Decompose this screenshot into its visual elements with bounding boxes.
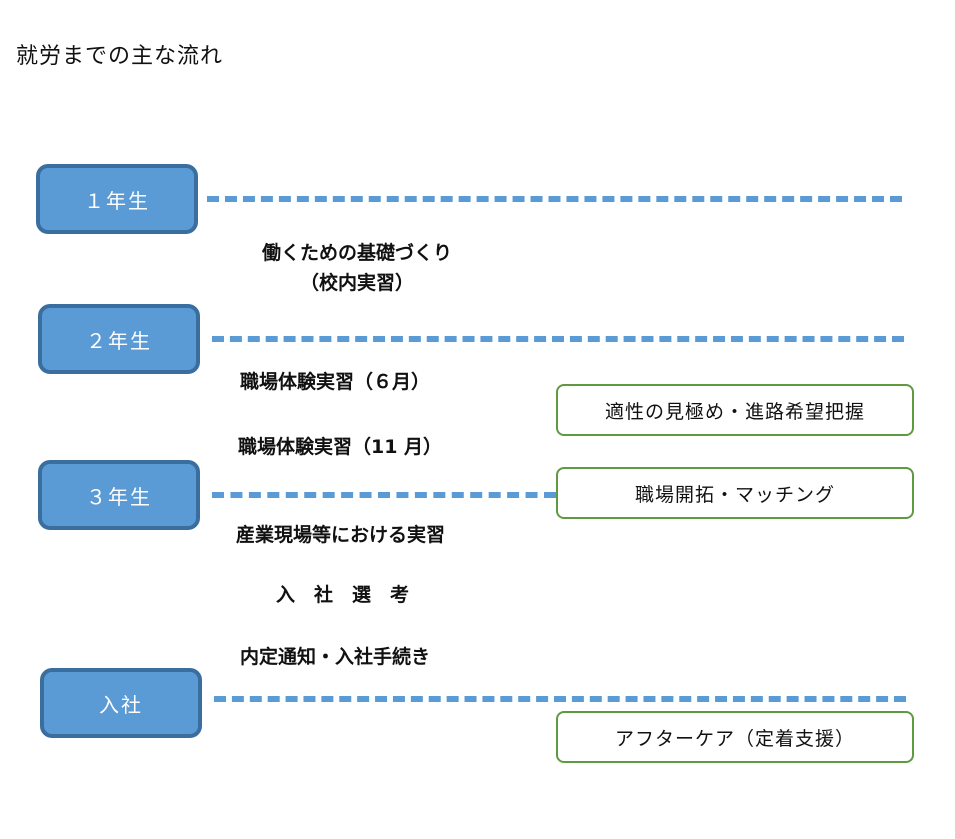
support-aftercare: アフターケア（定着支援） (556, 711, 914, 763)
step-offer-procedures: 内定通知・入社手続き (240, 646, 431, 668)
page-title: 就労までの主な流れ (16, 44, 224, 69)
timeline-dash-year1 (207, 196, 902, 202)
support-aptitude-assessment: 適性の見極め・進路希望把握 (556, 384, 914, 436)
stage-year2: ２年生 (38, 304, 200, 374)
timeline-dash-year2 (212, 336, 904, 342)
step-onsite-training: 産業現場等における実習 (236, 524, 446, 546)
stage-year3: ３年生 (38, 460, 200, 530)
step-internship-june: 職場体験実習（６月） (240, 371, 431, 393)
step-internship-november: 職場体験実習（11 月） (238, 436, 443, 458)
support-job-matching: 職場開拓・マッチング (556, 467, 914, 519)
step-basic-training: 働くための基礎づくり （校内実習） (226, 238, 488, 298)
step-basic-training-line2: （校内実習） (299, 272, 414, 294)
stage-joining: 入社 (40, 668, 202, 738)
timeline-dash-joining (214, 696, 906, 702)
step-hiring-selection: 入 社 選 考 (276, 584, 410, 606)
timeline-dash-year3 (212, 492, 556, 498)
step-basic-training-line1: 働くための基礎づくり (261, 242, 452, 264)
stage-year1: １年生 (36, 164, 198, 234)
